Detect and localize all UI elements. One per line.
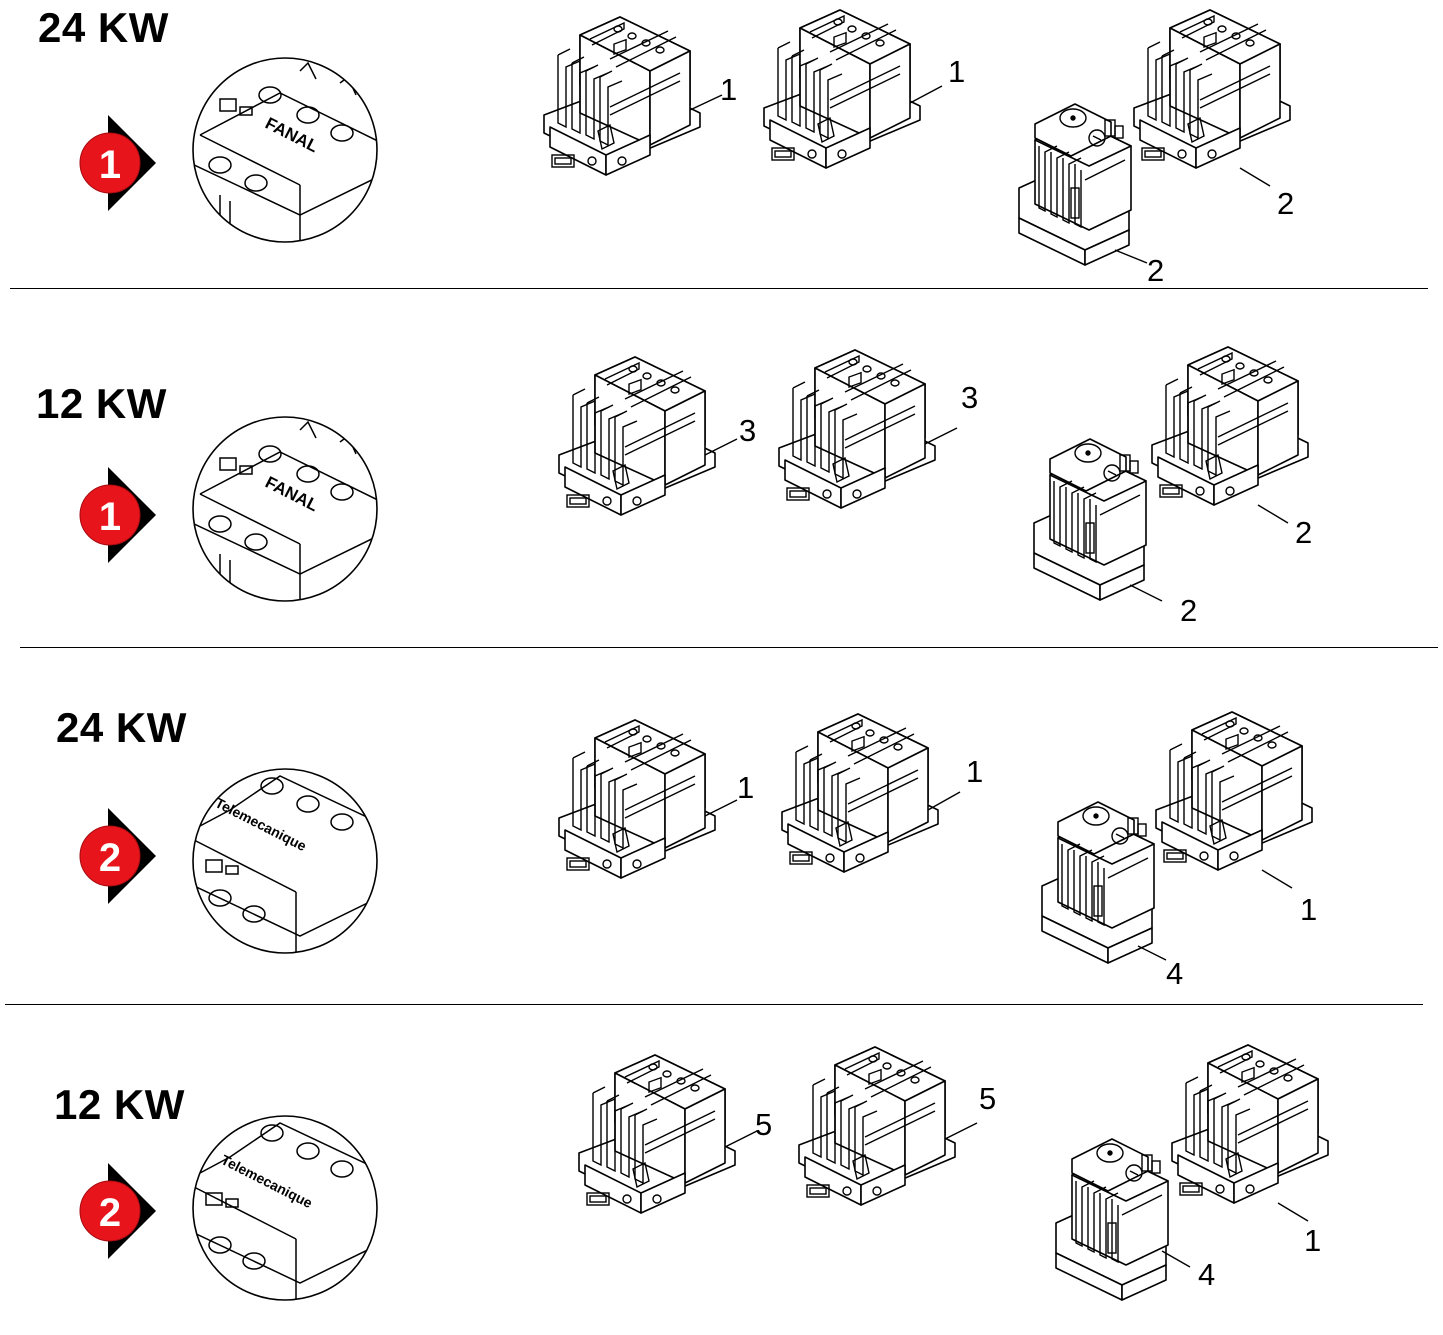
magnified-contactor-label-icon: Telemecanique	[192, 768, 378, 954]
numbered-arrow-badge-icon: 2	[79, 1162, 157, 1260]
power-label: 12 KW	[36, 380, 167, 427]
row-4: 12 KW 2 Telemecanique 5 5 4	[0, 1005, 1443, 1307]
callout-label: 1	[948, 54, 965, 89]
contactor-drawing-icon: 3	[558, 356, 756, 516]
magnified-contactor-label-icon: FANAL	[192, 416, 378, 602]
numbered-arrow-badge-icon: 1	[79, 114, 157, 212]
contactor-drawing-icon: 5	[578, 1054, 772, 1214]
overload-relay-drawing-icon: 4	[1041, 801, 1183, 991]
magnified-contactor-label-icon: Telemecanique	[192, 1115, 378, 1301]
callout-label: 5	[979, 1081, 996, 1116]
overload-relay-drawing-icon: 2	[1018, 103, 1164, 288]
callout-label: 1	[737, 770, 754, 805]
callout-label: 1	[720, 72, 737, 107]
contactor-drawing-icon: 2	[1133, 9, 1294, 221]
contactor-drawing-icon: 5	[798, 1046, 996, 1206]
callout-label: 4	[1166, 956, 1183, 991]
svg-text:1: 1	[99, 143, 121, 187]
callout-label: 2	[1295, 515, 1312, 550]
callout-label: 2	[1180, 593, 1197, 628]
callout-label: 3	[961, 380, 978, 415]
callout-label: 2	[1277, 186, 1294, 221]
numbered-arrow-badge-icon: 2	[79, 807, 157, 905]
contactor-drawing-icon: 1	[1155, 711, 1317, 927]
power-label: 24 KW	[38, 4, 169, 51]
row-1: 24 KW 1 FANAL 1 1 2	[0, 0, 1443, 290]
overload-relay-drawing-icon: 4	[1055, 1138, 1215, 1301]
row-2: 12 KW 1 FANAL 3 3 2	[0, 290, 1443, 648]
callout-label: 1	[966, 754, 983, 789]
row-divider	[10, 288, 1428, 289]
power-label: 24 KW	[56, 704, 187, 751]
contactor-drawing-icon: 1	[1171, 1044, 1329, 1258]
overload-relay-drawing-icon: 2	[1033, 438, 1197, 628]
callout-label: 3	[739, 413, 756, 448]
callout-label: 2	[1147, 253, 1164, 288]
callout-label: 1	[1304, 1223, 1321, 1258]
svg-text:2: 2	[99, 1191, 121, 1235]
contactor-drawing-icon: 1	[763, 9, 965, 169]
contactor-drawing-icon: 3	[778, 349, 978, 509]
magnified-contactor-label-icon: FANAL	[192, 57, 378, 243]
contactor-drawing-icon: 1	[781, 713, 983, 873]
svg-text:FANAL: FANAL	[262, 473, 321, 516]
svg-text:1: 1	[99, 495, 121, 539]
contactor-drawing-icon: 1	[543, 16, 737, 176]
numbered-arrow-badge-icon: 1	[79, 466, 157, 564]
row-divider	[20, 647, 1438, 648]
svg-text:Telemecanique: Telemecanique	[219, 1151, 316, 1211]
callout-label: 5	[755, 1107, 772, 1142]
svg-text:2: 2	[99, 836, 121, 880]
callout-label: 4	[1198, 1257, 1215, 1292]
callout-label: 1	[1300, 892, 1317, 927]
row-divider	[5, 1004, 1423, 1005]
contactor-drawing-icon: 1	[558, 719, 754, 879]
svg-text:FANAL: FANAL	[262, 114, 321, 157]
row-3: 24 KW 2 Telemecanique 1 1 4	[0, 648, 1443, 1005]
contactor-drawing-icon: 2	[1151, 346, 1312, 550]
svg-text:Telemecanique: Telemecanique	[213, 794, 310, 854]
power-label: 12 KW	[54, 1081, 185, 1128]
